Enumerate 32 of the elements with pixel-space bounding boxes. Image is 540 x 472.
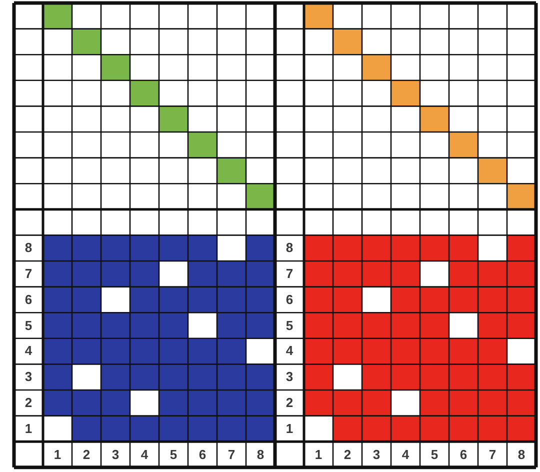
- row-number: 1: [284, 420, 294, 437]
- row-number: 5: [284, 318, 294, 334]
- column-number: 6: [458, 446, 468, 462]
- column-number: 8: [516, 446, 526, 462]
- column-number: 1: [52, 446, 62, 462]
- column-number: 4: [400, 446, 410, 462]
- column-number: 8: [256, 446, 266, 462]
- row-number: 6: [284, 292, 294, 308]
- column-number: 7: [226, 446, 236, 462]
- column-number: 5: [168, 446, 178, 462]
- row-number: 3: [24, 369, 34, 386]
- column-number: 1: [314, 446, 324, 462]
- column-number: 7: [488, 446, 498, 462]
- column-number: 5: [430, 446, 440, 462]
- row-number: 3: [284, 369, 294, 386]
- row-number: 5: [24, 318, 34, 334]
- column-number: 3: [372, 446, 382, 462]
- row-number: 2: [284, 394, 294, 411]
- row-number: 1: [24, 420, 34, 437]
- row-number: 2: [24, 394, 34, 411]
- row-number: 6: [24, 292, 34, 308]
- row-number: 8: [24, 240, 34, 256]
- column-number: 2: [342, 446, 352, 462]
- row-number: 8: [284, 240, 294, 256]
- column-number: 4: [140, 446, 150, 462]
- row-number: 4: [284, 343, 294, 360]
- column-number: 3: [110, 446, 120, 462]
- column-number: 6: [198, 446, 208, 462]
- row-number: 4: [24, 343, 34, 360]
- row-number: 7: [24, 266, 34, 282]
- row-number: 7: [284, 266, 294, 282]
- column-number: 2: [82, 446, 92, 462]
